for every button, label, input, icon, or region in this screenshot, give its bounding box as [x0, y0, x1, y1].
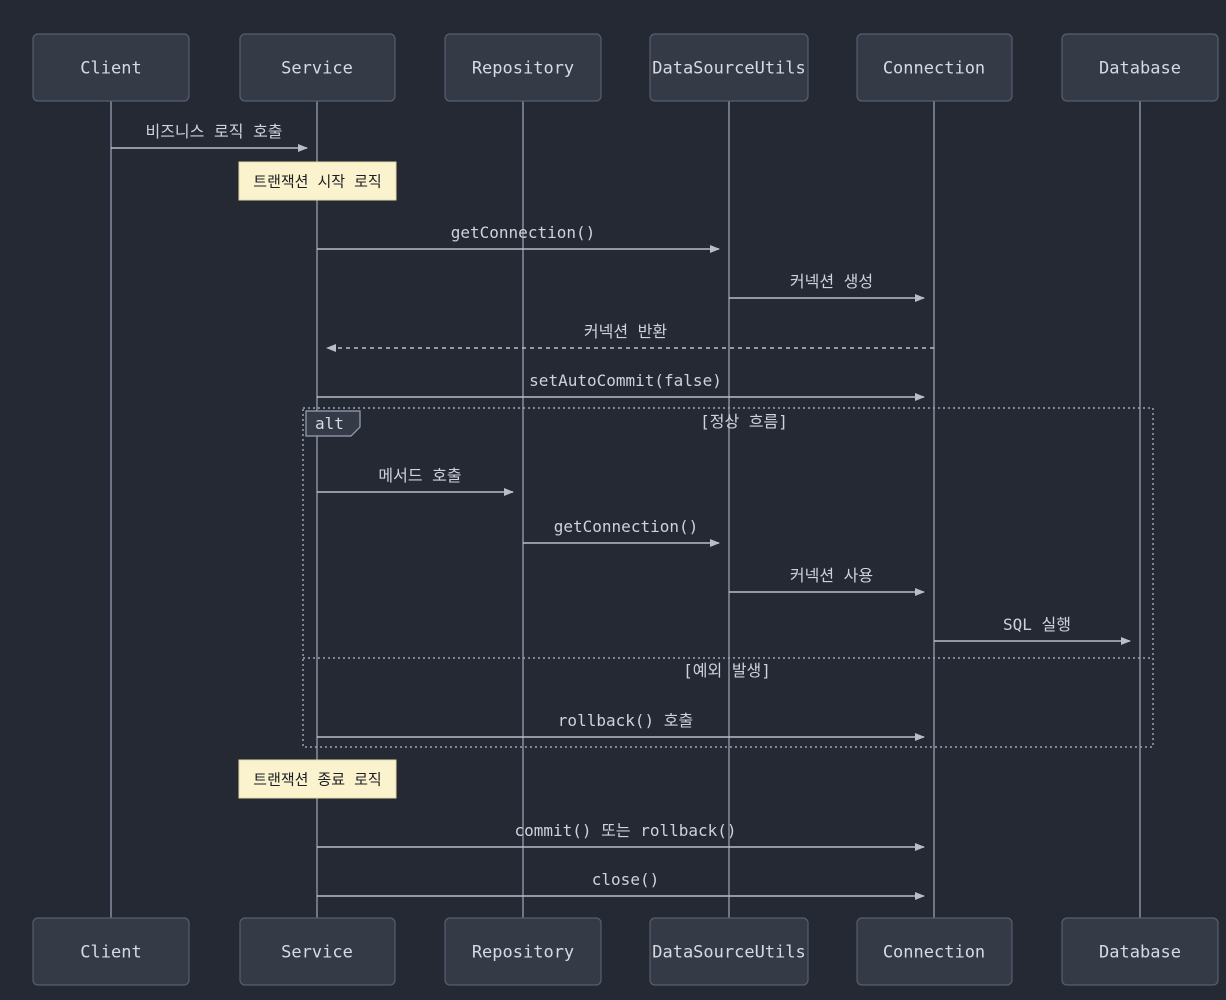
lifelines-layer — [110, 101, 1141, 918]
message-label: getConnection() — [451, 223, 596, 242]
participant-client-bottom[interactable]: Client — [32, 917, 190, 986]
message-m1[interactable]: 비즈니스 로직 호출 — [111, 122, 308, 152]
note-label: 트랜잭션 시작 로직 — [253, 173, 381, 191]
participants-layer: ClientClientServiceServiceRepositoryRepo… — [32, 33, 1219, 986]
message-label: SQL 실행 — [1003, 615, 1071, 634]
note-label: 트랜잭션 종료 로직 — [253, 771, 381, 789]
participant-label: Repository — [472, 59, 574, 79]
participant-label: Connection — [883, 59, 985, 79]
message-m7[interactable]: getConnection() — [523, 517, 720, 547]
participant-label: Client — [80, 59, 141, 79]
message-m5[interactable]: setAutoCommit(false) — [317, 371, 925, 401]
participant-label: Repository — [472, 943, 574, 963]
message-m4[interactable]: 커넥션 반환 — [326, 322, 934, 352]
participant-box — [239, 33, 396, 102]
message-m2[interactable]: getConnection() — [317, 223, 720, 253]
combined-fragment-alt: alt [정상 흐름] [예외 발생] — [302, 407, 1154, 748]
participant-label: Database — [1099, 943, 1181, 963]
participant-conn-bottom[interactable]: Connection — [856, 917, 1013, 986]
participant-box — [1061, 917, 1219, 986]
message-label: rollback() 호출 — [558, 711, 693, 730]
participant-box — [856, 33, 1013, 102]
message-label: 비즈니스 로직 호출 — [145, 122, 282, 141]
fragment-condition-label: [정상 흐름] — [700, 412, 788, 431]
participant-label: Service — [281, 943, 353, 963]
fragment-condition-label: [예외 발생] — [683, 661, 771, 680]
participant-label: Service — [281, 59, 353, 79]
message-label: 커넥션 반환 — [584, 322, 668, 341]
participant-label: Client — [80, 943, 141, 963]
participant-client-top[interactable]: Client — [32, 33, 190, 102]
participant-box — [649, 33, 809, 102]
participant-repo-bottom[interactable]: Repository — [444, 917, 602, 986]
participant-box — [1061, 33, 1219, 102]
fragment-operator-tab — [305, 410, 361, 437]
message-label: 커넥션 사용 — [790, 566, 873, 585]
message-m10[interactable]: rollback() 호출 — [317, 711, 925, 741]
message-m12[interactable]: close() — [317, 870, 925, 900]
note-note1: 트랜잭션 시작 로직 — [238, 161, 397, 201]
participant-repo-top[interactable]: Repository — [444, 33, 602, 102]
participant-box — [649, 917, 809, 986]
participant-box — [32, 33, 190, 102]
participant-label: Database — [1099, 59, 1181, 79]
message-m8[interactable]: 커넥션 사용 — [729, 566, 925, 596]
fragment-operator-label: alt — [315, 414, 344, 433]
message-label: 커넥션 생성 — [790, 272, 873, 291]
participant-label: Connection — [883, 943, 985, 963]
participant-service-bottom[interactable]: Service — [239, 917, 396, 986]
participant-box — [856, 917, 1013, 986]
participant-label: DataSourceUtils — [652, 943, 806, 963]
participant-database-bottom[interactable]: Database — [1061, 917, 1219, 986]
fragment-outline — [302, 407, 1154, 748]
message-label: close() — [592, 870, 659, 889]
message-m3[interactable]: 커넥션 생성 — [729, 272, 925, 302]
message-label: getConnection() — [554, 517, 699, 536]
note-note2: 트랜잭션 종료 로직 — [238, 759, 397, 799]
participant-label: DataSourceUtils — [652, 59, 806, 79]
participant-box — [32, 917, 190, 986]
participant-service-top[interactable]: Service — [239, 33, 396, 102]
participant-conn-top[interactable]: Connection — [856, 33, 1013, 102]
fragment-layer: alt [정상 흐름] [예외 발생] — [302, 407, 1154, 748]
participant-box — [444, 917, 602, 986]
message-label: 메서드 호출 — [378, 466, 461, 485]
participant-dsutils-bottom[interactable]: DataSourceUtils — [649, 917, 809, 986]
participant-box — [444, 33, 602, 102]
participant-box — [239, 917, 396, 986]
message-label: commit() 또는 rollback() — [514, 821, 736, 840]
note-box — [238, 759, 397, 799]
message-m6[interactable]: 메서드 호출 — [317, 466, 514, 496]
participant-database-top[interactable]: Database — [1061, 33, 1219, 102]
participant-dsutils-top[interactable]: DataSourceUtils — [649, 33, 809, 102]
message-m11[interactable]: commit() 또는 rollback() — [317, 821, 925, 851]
message-m9[interactable]: SQL 실행 — [934, 615, 1131, 645]
note-box — [238, 161, 397, 201]
message-label: setAutoCommit(false) — [529, 371, 722, 390]
